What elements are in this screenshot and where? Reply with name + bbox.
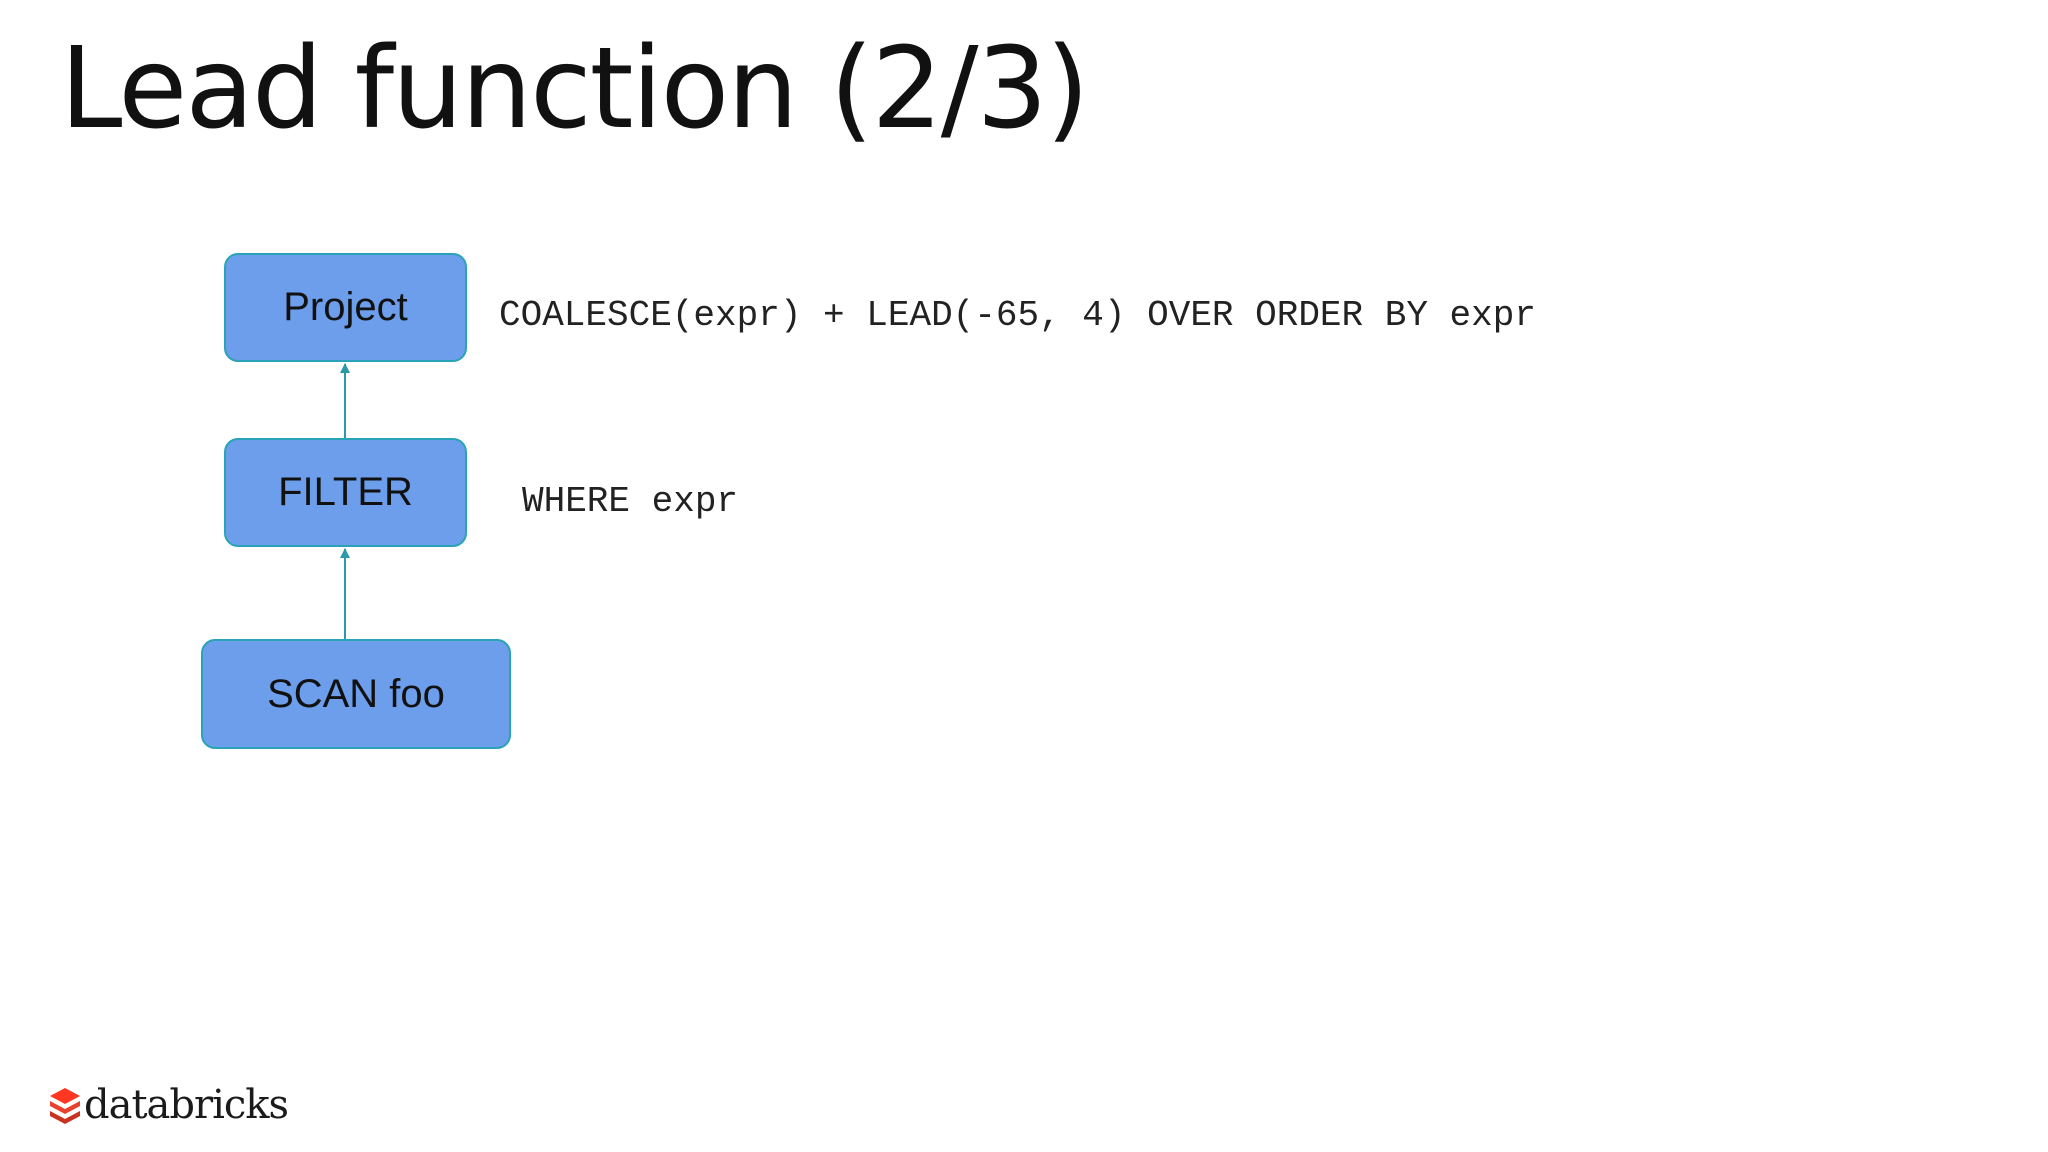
node-filter: FILTER	[224, 438, 467, 547]
databricks-logo-icon	[50, 1088, 80, 1124]
databricks-logo: databricks	[48, 1080, 289, 1130]
project-expression: COALESCE(expr) + LEAD(-65, 4) OVER ORDER…	[499, 295, 1536, 336]
logo-wordmark: databricks	[84, 1082, 289, 1128]
node-filter-label: FILTER	[278, 470, 413, 514]
slide-title: Lead function (2/3)	[60, 24, 1089, 154]
node-project-label: Project	[283, 285, 408, 329]
node-project: Project	[224, 253, 467, 362]
node-scan-label: SCAN foo	[267, 671, 445, 716]
filter-expression: WHERE expr	[522, 481, 739, 522]
node-scan: SCAN foo	[201, 639, 511, 749]
